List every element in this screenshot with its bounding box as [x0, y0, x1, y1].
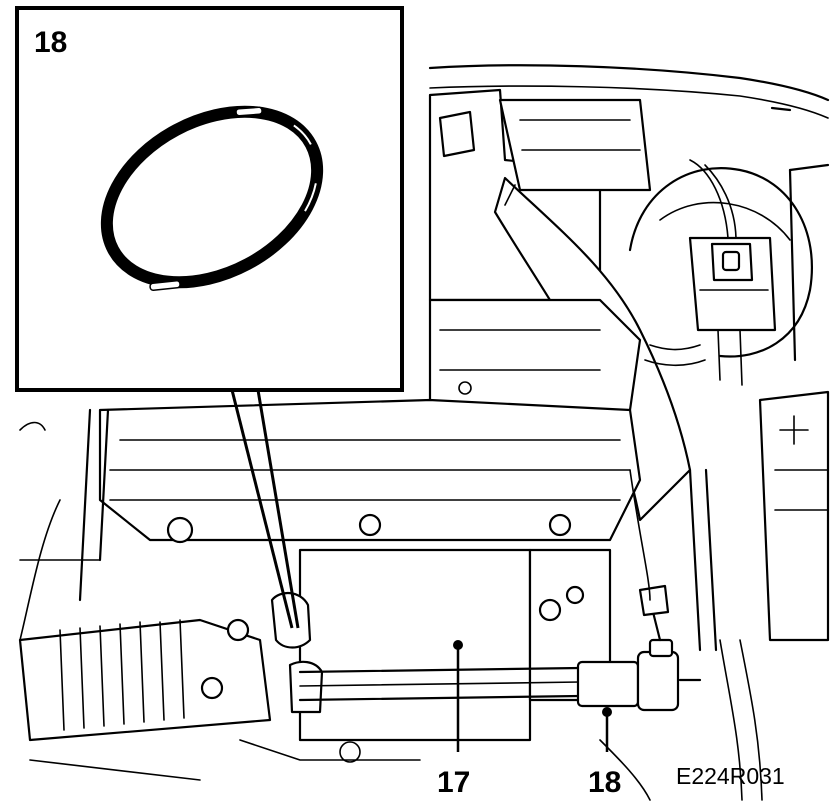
inset-leader-lines [230, 389, 300, 629]
callout-18-label: 18 [588, 766, 621, 799]
figure-code: E224R031 [676, 763, 785, 789]
callout-17-label: 17 [437, 766, 470, 799]
callout-18-group: 18 [588, 707, 621, 799]
engine-bay-illustration [18, 64, 830, 801]
inset-callout-label: 18 [34, 26, 67, 59]
o-ring-seal [100, 105, 324, 291]
callout-17-group: 17 [437, 640, 470, 799]
detail-inset: 18 [15, 6, 404, 392]
inset-frame [15, 6, 404, 392]
